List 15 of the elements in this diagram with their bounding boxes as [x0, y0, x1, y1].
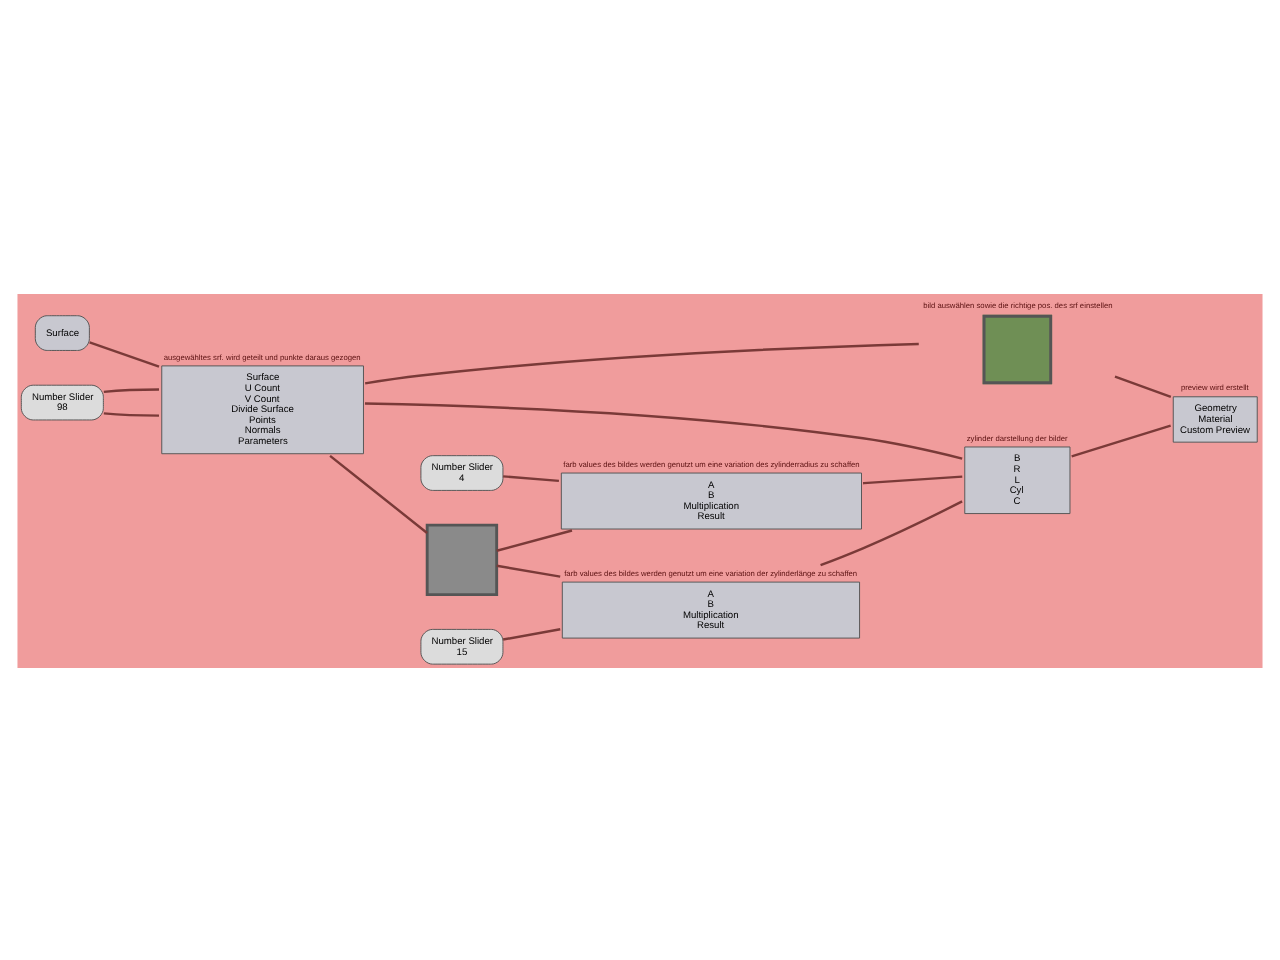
connector [820, 499, 963, 566]
connector [103, 411, 159, 416]
connector [89, 340, 160, 367]
connector [364, 341, 919, 384]
connector [496, 563, 561, 577]
connector [329, 453, 428, 533]
connector [1071, 423, 1171, 457]
node-box [425, 522, 499, 596]
connector [503, 474, 559, 482]
connector [1114, 374, 1172, 397]
connector [862, 474, 963, 484]
connector [502, 627, 561, 640]
connector [496, 528, 573, 551]
connector [364, 401, 963, 459]
connector [103, 387, 159, 393]
